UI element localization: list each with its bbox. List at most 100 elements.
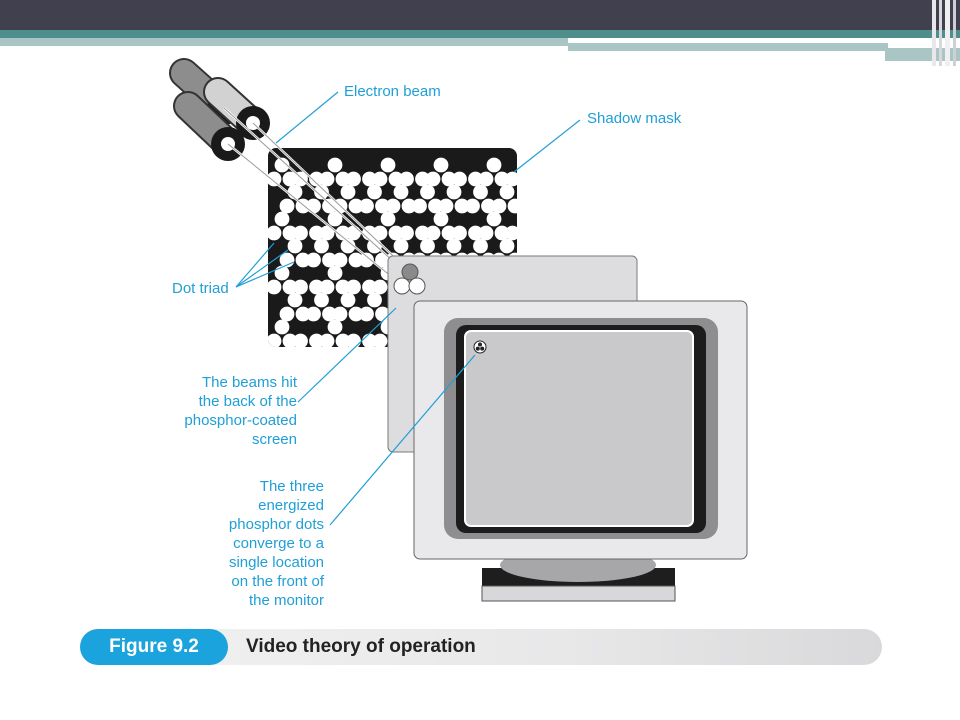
leader-dot-triad xyxy=(235,261,295,288)
mask-hole xyxy=(367,346,382,347)
mask-hole xyxy=(268,171,282,187)
mask-hole xyxy=(306,252,321,268)
mask-hole xyxy=(327,157,343,173)
mask-hole xyxy=(505,225,517,241)
mask-hole xyxy=(388,171,404,187)
mask-hole xyxy=(433,211,449,227)
mask-hole xyxy=(346,279,361,295)
leader-beams-hit xyxy=(297,307,397,403)
monitor-screen xyxy=(464,330,694,527)
mask-hole xyxy=(452,171,467,187)
mask-hole xyxy=(425,225,441,241)
mask-hole xyxy=(348,306,364,322)
electron-beams xyxy=(223,107,411,287)
mask-hole xyxy=(372,171,388,187)
mask-hole xyxy=(415,171,430,187)
mask-hole xyxy=(287,292,303,308)
mask-hole xyxy=(309,333,324,347)
header-light-bar-right xyxy=(568,43,888,51)
slide-header-band xyxy=(0,0,960,66)
mask-hole xyxy=(295,306,311,322)
mask-hole xyxy=(372,225,388,241)
label-line: the back of the xyxy=(198,393,297,410)
mask-hole xyxy=(335,171,351,187)
mask-hole xyxy=(319,225,335,241)
mask-hole xyxy=(296,361,311,376)
mask-hole xyxy=(319,279,335,295)
mask-hole xyxy=(306,361,321,376)
mask-hole xyxy=(287,346,303,347)
mask-hole xyxy=(346,225,361,241)
phosphor-dot-back xyxy=(408,277,426,295)
label-dot-triad: Dot triad xyxy=(172,280,229,297)
mask-hole xyxy=(332,306,348,322)
mask-hole xyxy=(372,333,388,347)
mask-hole xyxy=(346,333,361,347)
header-vertical-stripes xyxy=(932,0,956,66)
mask-hole xyxy=(468,171,483,187)
mask-hole xyxy=(362,171,377,187)
mask-hole xyxy=(306,306,321,322)
mask-hole xyxy=(340,292,356,308)
mask-hole xyxy=(340,238,356,254)
mask-hole xyxy=(446,184,462,200)
mask-hole xyxy=(282,279,298,295)
mask-hole xyxy=(401,198,417,214)
phosphor-dot-back xyxy=(393,277,411,295)
mask-hole xyxy=(322,306,337,322)
mask-hole xyxy=(507,198,517,214)
mask-hole xyxy=(425,171,441,187)
mask-hole xyxy=(468,225,483,241)
label-line: single location xyxy=(228,554,324,571)
mask-hole xyxy=(420,184,435,200)
mask-hole xyxy=(486,157,502,173)
mask-hole xyxy=(452,225,467,241)
mask-hole xyxy=(359,306,374,322)
mask-hole xyxy=(505,171,517,187)
header-teal-bar xyxy=(0,30,960,38)
mask-hole xyxy=(428,198,443,214)
mask-hole xyxy=(335,225,351,241)
mask-hole xyxy=(526,239,541,254)
mask-hole xyxy=(274,211,290,227)
mask-hole xyxy=(359,252,374,268)
mask-hole xyxy=(306,198,321,214)
mask-hole xyxy=(322,361,337,376)
label-line: The beams hit xyxy=(201,374,297,391)
mask-hole xyxy=(499,184,515,200)
mask-hole xyxy=(494,171,510,187)
label-shadow-mask: Shadow mask xyxy=(587,110,682,127)
mask-hole xyxy=(441,225,457,241)
mask-hole xyxy=(521,172,536,187)
electron-guns xyxy=(169,58,270,161)
mask-hole xyxy=(534,199,549,214)
label-line: The three xyxy=(259,478,324,495)
mask-hole xyxy=(399,171,414,187)
mask-hole xyxy=(322,252,337,268)
mask-hole xyxy=(415,225,430,241)
mask-hole xyxy=(441,171,457,187)
mask-hole xyxy=(393,238,409,254)
mask-hole xyxy=(375,198,390,214)
label-line: converge to a xyxy=(233,535,324,552)
mask-hole xyxy=(327,211,343,227)
mask-hole xyxy=(287,238,303,254)
leader-three-dots xyxy=(329,354,476,526)
leader-dot-triad xyxy=(235,242,275,288)
mask-hole xyxy=(282,333,298,347)
mask-hole xyxy=(433,157,449,173)
mask-hole xyxy=(319,333,335,347)
mask-hole xyxy=(333,361,348,376)
mask-hole xyxy=(314,184,329,200)
mask-hole xyxy=(473,238,488,254)
label-line: screen xyxy=(251,431,297,448)
mask-hole xyxy=(293,333,308,347)
mask-hole xyxy=(478,171,494,187)
mask-hole xyxy=(494,225,510,241)
label-line: phosphor-coated xyxy=(184,412,297,429)
mask-hole xyxy=(282,225,298,241)
mask-hole xyxy=(274,319,290,335)
mask-hole xyxy=(322,198,337,214)
mask-hole xyxy=(372,279,388,295)
